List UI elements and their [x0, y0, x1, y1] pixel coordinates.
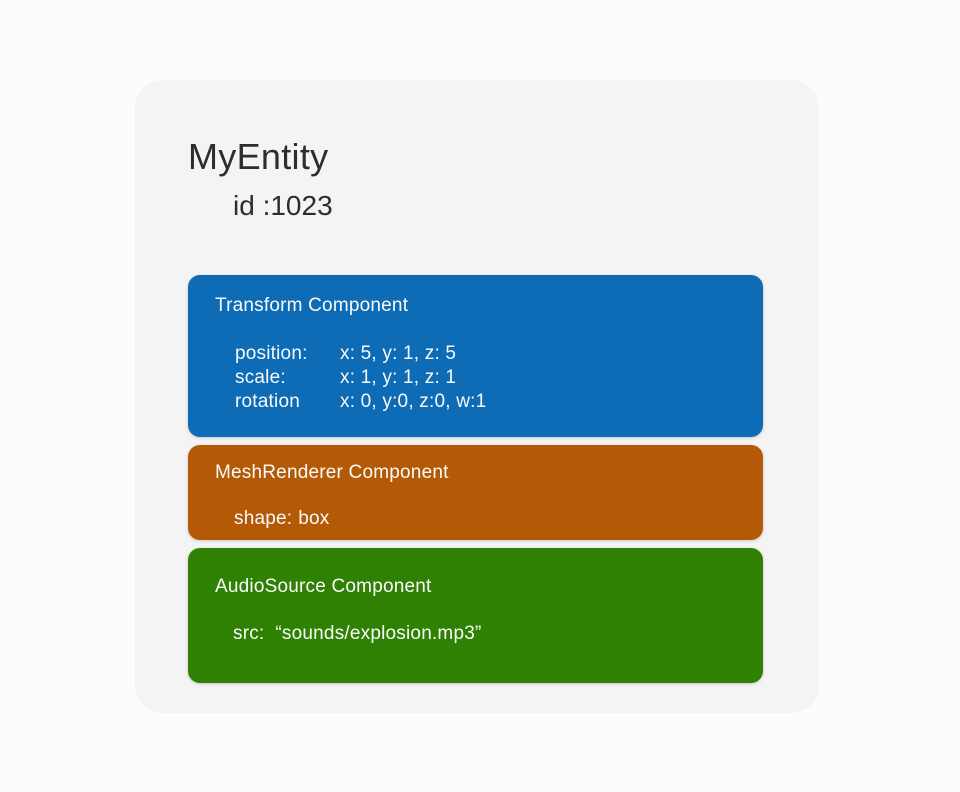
entity-card: MyEntity id :1023 Transform Component po… — [135, 80, 819, 713]
property-value: x: 1, y: 1, z: 1 — [340, 367, 457, 388]
transform-component-title: Transform Component — [215, 295, 409, 316]
property-label: rotation — [235, 391, 300, 412]
property-value: x: 5, y: 1, z: 5 — [340, 343, 457, 364]
property-label: shape: — [234, 508, 293, 529]
transform-component-box: Transform Component position: x: 5, y: 1,… — [188, 275, 763, 437]
property-label: position: — [235, 343, 308, 364]
entity-id-label: id :1023 — [233, 190, 333, 221]
audiosource-component-box: AudioSource Component src: “sounds/explos… — [188, 548, 763, 683]
property-row: src: “sounds/explosion.mp3” — [233, 622, 482, 646]
property-value: “sounds/explosion.mp3” — [275, 623, 482, 644]
audiosource-component-title: AudioSource Component — [215, 576, 432, 597]
meshrenderer-component-box: MeshRenderer Component shape:box — [188, 445, 763, 540]
property-label: scale: — [235, 367, 286, 388]
entity-name-heading: MyEntity — [188, 136, 329, 177]
property-label: src: — [233, 623, 265, 644]
property-value: x: 0, y:0, z:0, w:1 — [340, 391, 487, 412]
transform-properties: position: x: 5, y: 1, z: 5 scale: x: 1, y:… — [235, 342, 486, 414]
property-row: rotation x: 0, y:0, z:0, w:1 — [235, 390, 486, 414]
audiosource-properties: src: “sounds/explosion.mp3” — [233, 622, 482, 646]
meshrenderer-properties: shape:box — [234, 507, 329, 531]
property-row: scale: x: 1, y: 1, z: 1 — [235, 366, 486, 390]
property-row: shape:box — [234, 507, 329, 531]
property-value: box — [298, 508, 330, 529]
meshrenderer-component-title: MeshRenderer Component — [215, 462, 449, 483]
property-row: position: x: 5, y: 1, z: 5 — [235, 342, 486, 366]
